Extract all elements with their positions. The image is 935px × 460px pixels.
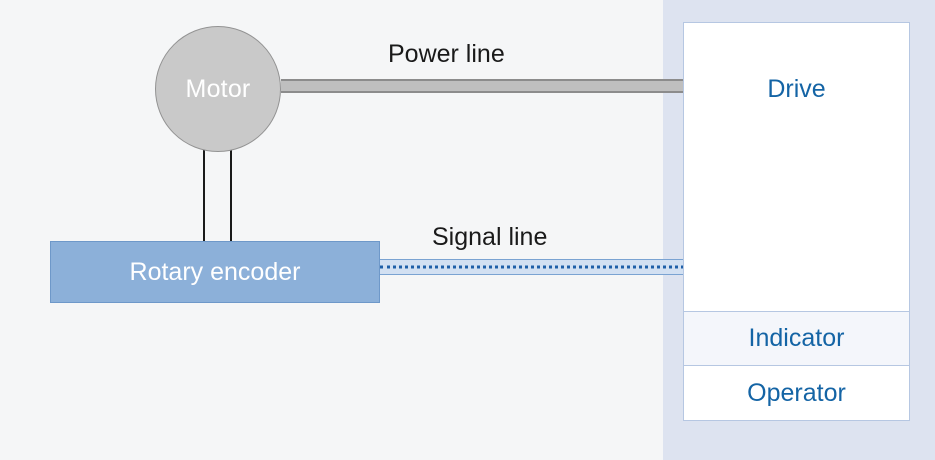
node-motor[interactable]: Motor [155,26,281,152]
node-indicator[interactable]: Indicator [683,310,910,367]
power-line-connector [281,79,684,93]
node-indicator-label: Indicator [748,324,845,352]
node-drive[interactable]: Drive [683,22,910,312]
node-operator-label: Operator [747,378,846,407]
signal-line-label: Signal line [432,223,548,251]
signal-line-connector [380,259,684,275]
node-drive-label: Drive [767,75,826,103]
node-rotary-encoder-label: Rotary encoder [129,257,301,286]
node-rotary-encoder[interactable]: Rotary encoder [50,241,380,303]
node-motor-label: Motor [185,74,251,103]
node-operator[interactable]: Operator [683,365,910,421]
drive-unit-stack: Drive Indicator Operator [683,22,910,421]
motor-shaft-line-left [203,146,205,245]
power-line-label: Power line [388,40,505,68]
motor-shaft-line-right [230,146,232,245]
signal-line-dots [380,265,684,269]
